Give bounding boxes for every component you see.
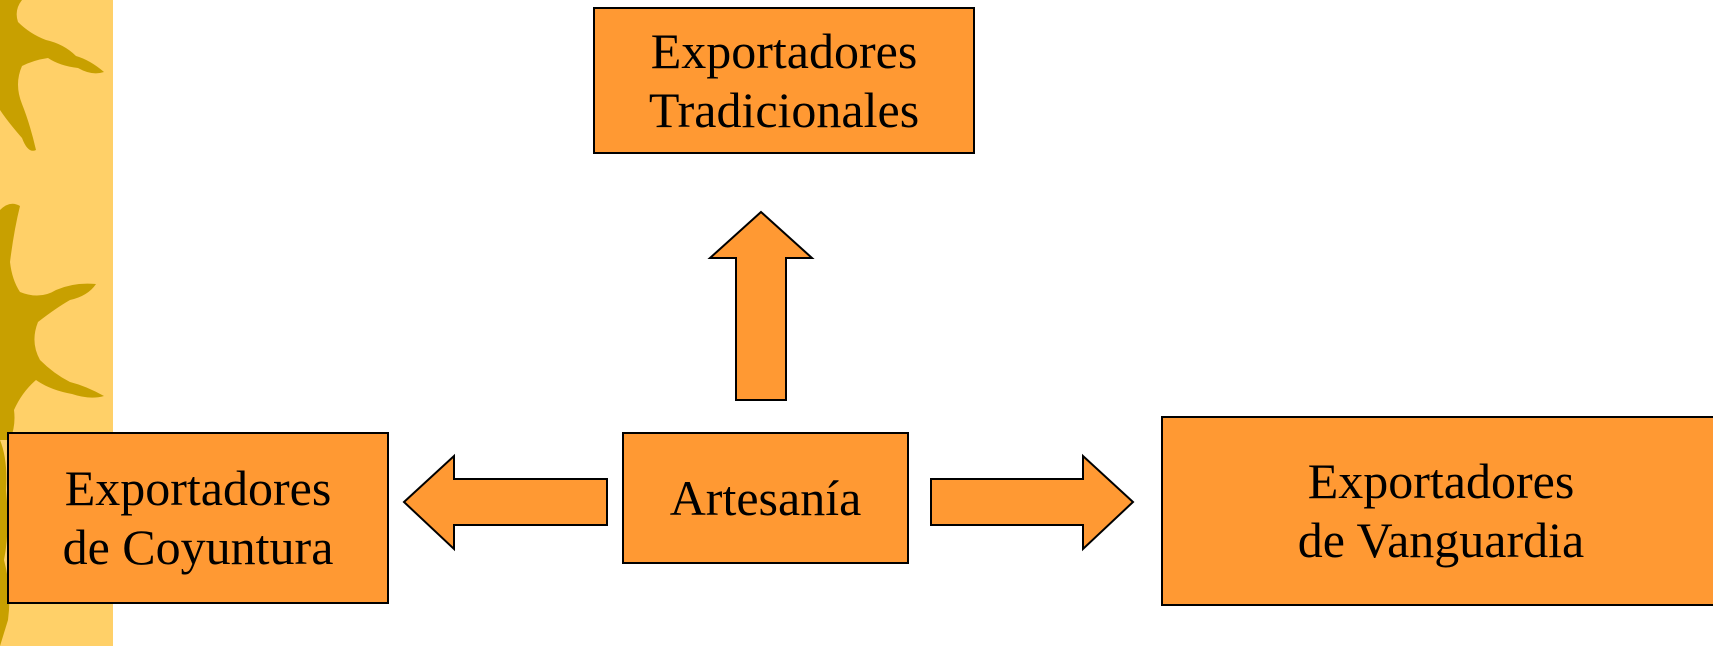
arrow-right (930, 453, 1135, 552)
box-top-line1: Exportadores (650, 22, 918, 79)
box-left-line2: de Coyuntura (62, 519, 334, 575)
arrow-up (707, 210, 815, 401)
box-top-line2: Tradicionales (648, 81, 920, 138)
box-right-line2: de Vanguardia (1297, 512, 1585, 568)
box-exportadores-tradicionales: Exportadores Tradicionales (593, 7, 975, 154)
box-center-label: Artesanía (669, 469, 862, 526)
box-exportadores-vanguardia: Exportadores de Vanguardia (1161, 416, 1713, 606)
arrow-left (402, 453, 608, 552)
box-artesania: Artesanía (622, 432, 909, 564)
box-left-line1: Exportadores (64, 460, 332, 516)
box-exportadores-coyuntura: Exportadores de Coyuntura (7, 432, 389, 604)
box-right-line1: Exportadores (1307, 453, 1575, 509)
